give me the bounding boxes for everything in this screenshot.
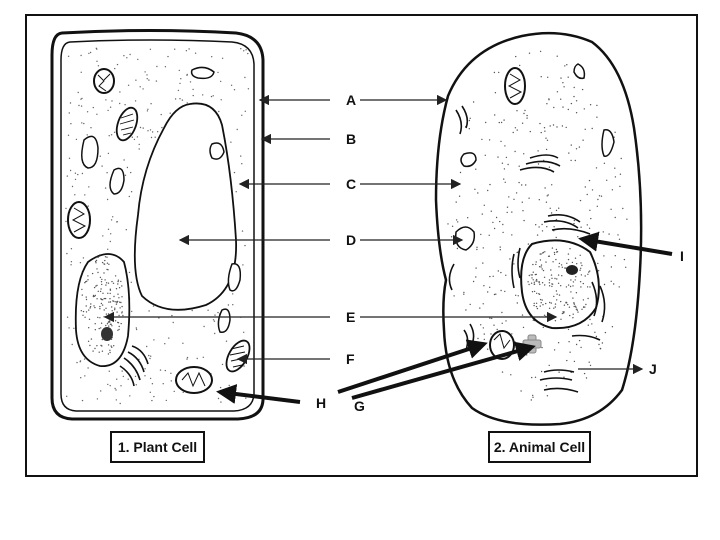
plant-vesicle xyxy=(81,135,99,169)
animal-cell-caption: 2. Animal Cell xyxy=(488,431,591,463)
chloroplast-icon xyxy=(225,339,251,373)
animal-cell xyxy=(434,31,643,426)
mitochondrion-icon xyxy=(93,68,115,94)
plant-vesicle xyxy=(217,308,231,333)
plant-cell-wall xyxy=(50,29,265,421)
animal-cytoplasm-dots xyxy=(447,50,628,401)
plant-vesicle xyxy=(190,66,215,80)
mitochondrion-icon xyxy=(504,67,526,105)
plant-nucleus-dots xyxy=(80,254,124,355)
plant-vesicle xyxy=(209,142,225,160)
mitochondrion-icon xyxy=(67,201,91,239)
plant-vesicle xyxy=(227,263,242,292)
label-i: I xyxy=(680,248,684,264)
plant-nucleus xyxy=(74,253,131,367)
label-h: H xyxy=(316,395,326,411)
animal-nucleus xyxy=(520,239,600,330)
label-e: E xyxy=(346,309,355,325)
animal-cell-membrane xyxy=(434,31,643,426)
label-d: D xyxy=(346,232,356,248)
animal-vesicle xyxy=(460,152,477,168)
label-g: G xyxy=(354,398,365,414)
bold-arrows xyxy=(216,231,673,404)
pointer-lines xyxy=(103,94,644,375)
plant-golgi xyxy=(119,345,149,387)
label-c: C xyxy=(346,176,356,192)
animal-vesicle xyxy=(573,63,586,80)
label-b: B xyxy=(346,131,356,147)
plant-cell xyxy=(50,29,265,421)
plant-cell-membrane xyxy=(60,39,255,412)
animal-nucleus-dots xyxy=(527,247,591,322)
label-j: J xyxy=(649,361,657,377)
plant-vacuole xyxy=(133,102,237,311)
plant-cell-caption: 1. Plant Cell xyxy=(110,431,205,463)
animal-vacuole xyxy=(454,226,476,251)
plant-vesicle xyxy=(109,167,125,195)
labels: A B C D E F H G I J xyxy=(316,92,684,414)
mitochondrion-icon xyxy=(175,366,213,394)
animal-nucleolus xyxy=(566,265,578,275)
chloroplast-icon xyxy=(115,106,139,142)
plant-nucleolus xyxy=(101,327,113,341)
label-f: F xyxy=(346,351,355,367)
animal-vesicle xyxy=(601,129,615,157)
label-a: A xyxy=(346,92,356,108)
